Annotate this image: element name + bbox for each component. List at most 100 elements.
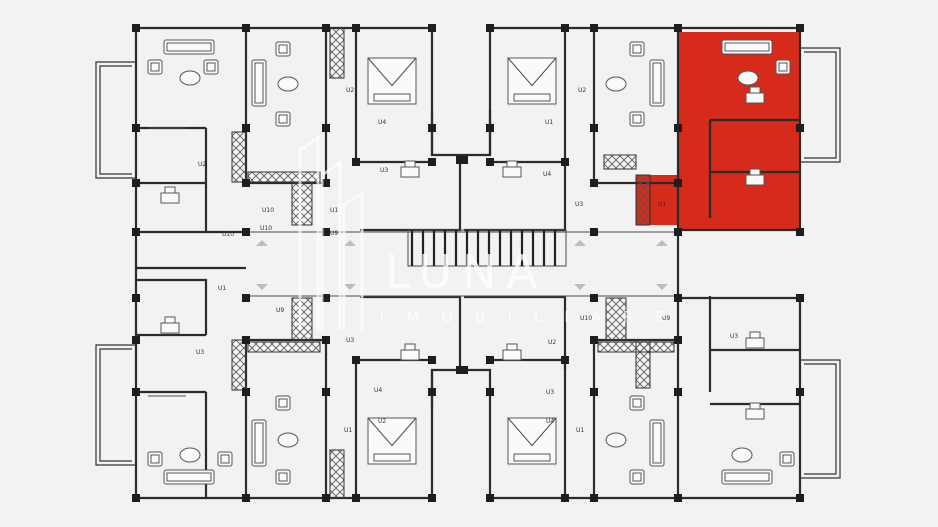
sofa-cushion xyxy=(652,422,662,464)
room-label: U2 xyxy=(548,339,556,346)
column xyxy=(428,24,436,32)
column xyxy=(590,336,598,344)
column xyxy=(132,294,140,302)
coffee-table-icon xyxy=(277,432,299,448)
column xyxy=(590,179,598,187)
pillow-icon xyxy=(513,453,551,462)
column xyxy=(352,356,360,364)
room-label: U4 xyxy=(546,418,554,425)
armchair-seat xyxy=(778,62,788,72)
armchair-seat xyxy=(220,454,230,464)
column xyxy=(322,179,330,187)
room-label: U10 xyxy=(262,207,274,214)
column xyxy=(352,158,360,166)
coffee-table-icon xyxy=(605,432,627,448)
desk-icon xyxy=(160,192,180,204)
watermark-logo-icon xyxy=(298,135,364,330)
column xyxy=(674,228,682,236)
column xyxy=(242,388,250,396)
column xyxy=(796,228,804,236)
column xyxy=(796,24,804,32)
column xyxy=(428,388,436,396)
column xyxy=(486,24,494,32)
room-label: U10 xyxy=(580,315,592,322)
sofa-cushion xyxy=(254,62,264,104)
sofa-cushion xyxy=(724,472,770,482)
armchair-seat xyxy=(632,44,642,54)
pillow-icon xyxy=(513,93,551,102)
desk-icon xyxy=(400,349,420,361)
room-label: U2 xyxy=(378,418,386,425)
bed-sheet-lines xyxy=(367,57,417,87)
desk-icon xyxy=(745,337,765,349)
armchair-seat xyxy=(278,472,288,482)
watermark-subtitle: IMOBILIARE xyxy=(380,308,687,326)
column xyxy=(674,494,682,502)
sofa-cushion xyxy=(166,42,212,52)
column xyxy=(796,294,804,302)
central-staircase xyxy=(407,229,567,267)
room-label: U2 xyxy=(346,87,354,94)
column xyxy=(428,356,436,364)
column xyxy=(590,294,598,302)
desk-chair-icon xyxy=(749,168,761,176)
column xyxy=(242,494,250,502)
pillow-icon xyxy=(373,93,411,102)
armchair-seat xyxy=(782,454,792,464)
bed-sheet-lines xyxy=(507,417,557,447)
sofa-cushion xyxy=(724,42,770,52)
column xyxy=(322,24,330,32)
column xyxy=(428,124,436,132)
column xyxy=(322,124,330,132)
room-label: U3 xyxy=(575,201,583,208)
armchair-seat xyxy=(150,62,160,72)
balconies xyxy=(95,47,841,479)
desk-icon xyxy=(745,408,765,420)
armchair-seat xyxy=(632,472,642,482)
column xyxy=(486,124,494,132)
column xyxy=(242,336,250,344)
desk-chair-icon xyxy=(749,402,761,410)
service-shafts xyxy=(231,27,675,499)
column xyxy=(561,158,569,166)
room-label: U3 xyxy=(546,389,554,396)
desk-icon xyxy=(400,166,420,178)
room-label: U4 xyxy=(374,387,382,394)
column xyxy=(796,494,804,502)
armchair-seat xyxy=(206,62,216,72)
column xyxy=(132,124,140,132)
room-label: U9 xyxy=(276,307,284,314)
armchair-seat xyxy=(278,44,288,54)
sofa-cushion xyxy=(652,62,662,104)
column xyxy=(590,124,598,132)
column xyxy=(460,156,468,164)
column xyxy=(322,494,330,502)
column xyxy=(242,228,250,236)
watermark-brand: LUNA xyxy=(385,245,548,299)
column xyxy=(796,388,804,396)
room-labels: U2U4U3U1U10U9U10U2U1U3U4U2U1U3U9U10U2U1U… xyxy=(196,87,738,434)
bed-sheet-lines xyxy=(367,417,417,447)
column xyxy=(132,179,140,187)
column xyxy=(132,388,140,396)
column xyxy=(242,24,250,32)
column xyxy=(561,356,569,364)
room-label: U2 xyxy=(198,161,206,168)
room-label: U1 xyxy=(576,427,584,434)
column xyxy=(486,388,494,396)
desk-chair-icon xyxy=(404,160,416,168)
desk-icon xyxy=(502,349,522,361)
column xyxy=(561,494,569,502)
column xyxy=(674,294,682,302)
column xyxy=(132,494,140,502)
coffee-table-icon xyxy=(605,76,627,92)
room-label: U9 xyxy=(662,315,670,322)
room-label: U3 xyxy=(196,349,204,356)
armchair-seat xyxy=(150,454,160,464)
column xyxy=(242,179,250,187)
desk-chair-icon xyxy=(164,316,176,324)
coffee-table-icon xyxy=(277,76,299,92)
column xyxy=(242,294,250,302)
column xyxy=(322,388,330,396)
desk-chair-icon xyxy=(749,331,761,339)
